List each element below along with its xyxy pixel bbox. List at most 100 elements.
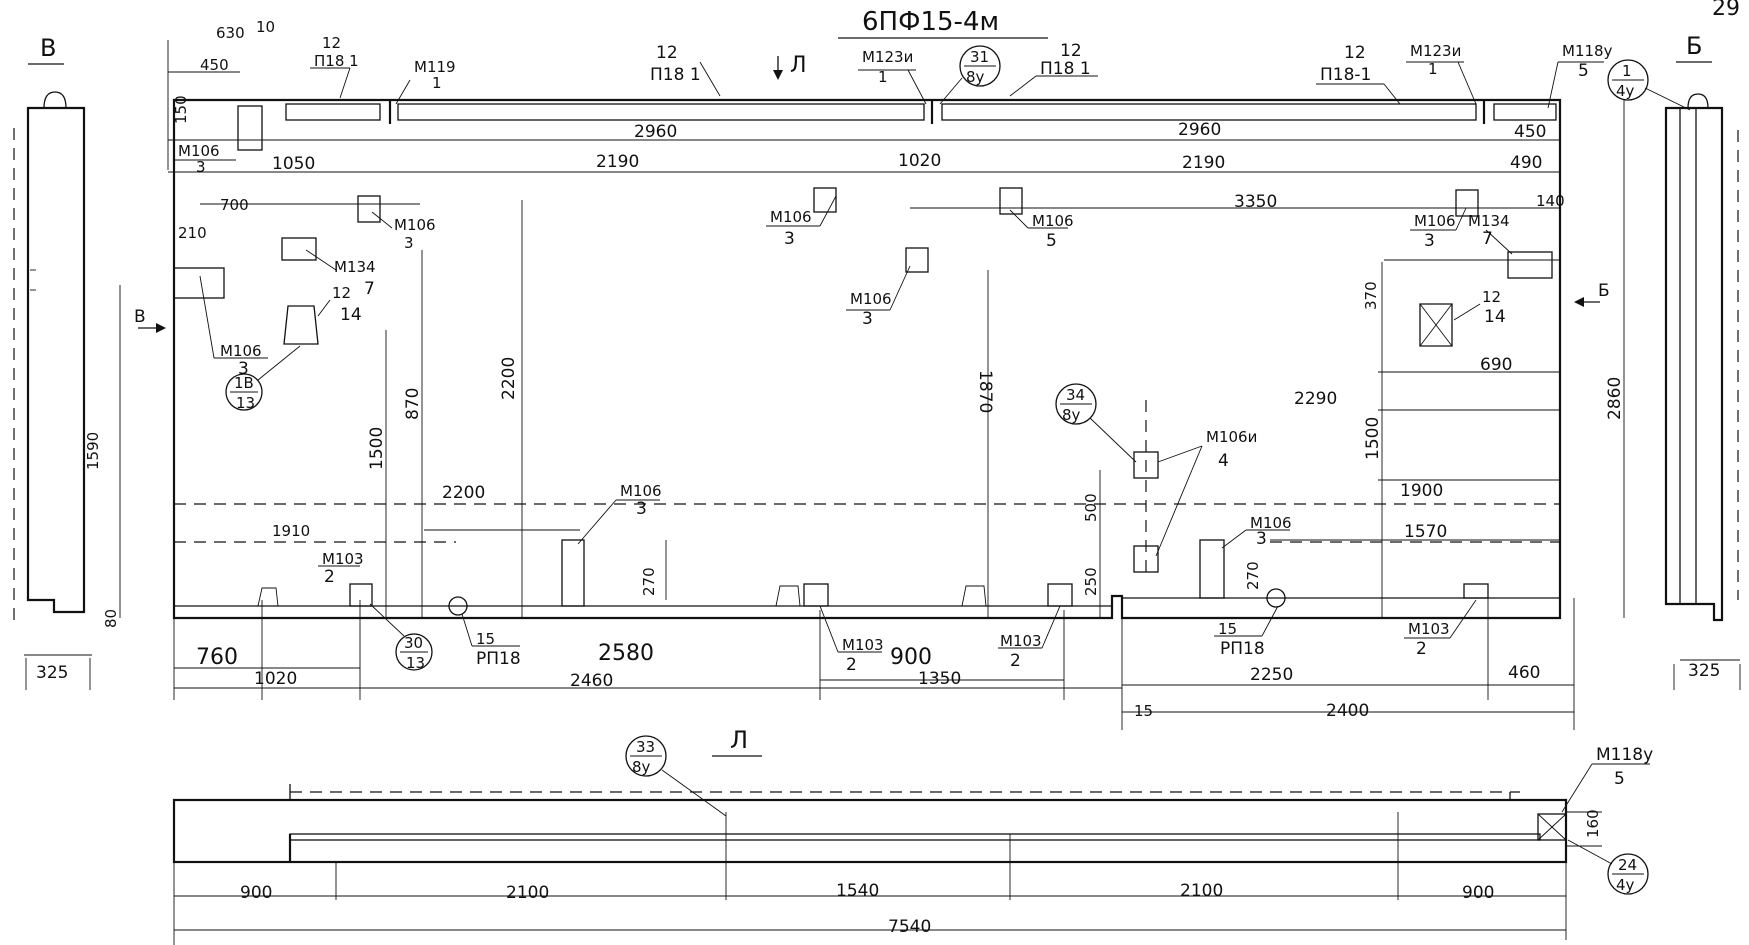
svg-text:3: 3 [784, 229, 795, 249]
svg-text:2400: 2400 [1326, 701, 1369, 721]
svg-text:М106: М106 [394, 216, 436, 234]
callout-24-4u: 24 4у [1567, 839, 1649, 895]
svg-text:М106: М106 [770, 208, 812, 226]
svg-text:150: 150 [172, 95, 190, 124]
svg-text:П18 1: П18 1 [650, 65, 701, 85]
svg-text:М106и: М106и [1206, 428, 1257, 446]
svg-text:450: 450 [200, 56, 229, 74]
svg-text:1500: 1500 [1363, 417, 1383, 460]
svg-text:1: 1 [1622, 62, 1632, 80]
svg-text:1350: 1350 [918, 669, 961, 689]
svg-text:2: 2 [846, 655, 857, 675]
svg-text:270: 270 [640, 567, 658, 596]
svg-text:1: 1 [1428, 60, 1438, 78]
svg-text:12: 12 [322, 34, 341, 52]
svg-text:2290: 2290 [1294, 389, 1337, 409]
svg-text:М118у: М118у [1562, 42, 1613, 60]
svg-text:870: 870 [403, 388, 423, 420]
svg-text:1020: 1020 [898, 151, 941, 171]
svg-text:5: 5 [1614, 769, 1625, 789]
svg-text:3: 3 [1424, 231, 1435, 251]
svg-text:М106: М106 [178, 142, 220, 160]
svg-text:2960: 2960 [634, 122, 677, 142]
dimension-texts: 630 10 450 150 2960 2960 450 1050 2190 1… [102, 18, 1625, 721]
view-label-right: Б [1686, 32, 1702, 60]
svg-text:П18 1: П18 1 [314, 52, 359, 70]
svg-text:13: 13 [406, 654, 425, 672]
callout-30-13: 30 13 [369, 603, 433, 672]
svg-text:7: 7 [364, 279, 375, 299]
right-side-view: 325 [1664, 93, 1741, 690]
dim-325-left: 325 [36, 663, 68, 683]
svg-text:М106: М106 [1032, 212, 1074, 230]
part-labels: 12 П18 1 М119 1 12 П18 1 М123и 1 12 П18 … [174, 34, 1613, 675]
callout-33-8u: 33 8у [625, 735, 727, 817]
svg-text:М106: М106 [1250, 514, 1292, 532]
svg-text:П18-1: П18-1 [1320, 65, 1371, 85]
svg-text:3: 3 [196, 158, 206, 176]
callout-1v-13: 1В 13 [225, 345, 301, 412]
main-elevation [172, 98, 1562, 620]
svg-text:14: 14 [1484, 307, 1506, 327]
svg-text:1540: 1540 [836, 881, 879, 901]
svg-text:М106: М106 [850, 290, 892, 308]
svg-text:500: 500 [1082, 493, 1100, 522]
svg-text:13: 13 [236, 394, 255, 412]
svg-text:1: 1 [878, 68, 888, 86]
svg-text:1910: 1910 [272, 522, 310, 540]
svg-text:690: 690 [1480, 355, 1512, 375]
svg-text:М103: М103 [322, 550, 364, 568]
svg-text:2580: 2580 [598, 641, 654, 666]
svg-text:3: 3 [1256, 529, 1267, 549]
svg-text:П18 1: П18 1 [1040, 59, 1091, 79]
svg-text:460: 460 [1508, 663, 1540, 683]
arrow-label-top: Л [790, 53, 807, 78]
svg-text:15: 15 [476, 630, 495, 648]
svg-text:2460: 2460 [570, 671, 613, 691]
svg-text:М106: М106 [1414, 212, 1456, 230]
svg-text:М106: М106 [620, 482, 662, 500]
svg-text:РП18: РП18 [476, 649, 521, 669]
svg-text:4у: 4у [1616, 82, 1635, 100]
svg-text:15: 15 [1218, 620, 1237, 638]
dim-325-right: 325 [1688, 661, 1720, 681]
svg-text:760: 760 [196, 645, 238, 670]
svg-text:140: 140 [1536, 192, 1565, 210]
svg-text:2200: 2200 [499, 357, 519, 400]
svg-text:210: 210 [178, 224, 207, 242]
svg-text:М134: М134 [334, 258, 376, 276]
svg-text:8у: 8у [1062, 406, 1081, 424]
svg-text:1900: 1900 [1400, 481, 1443, 501]
page-number: 29 [1712, 0, 1740, 21]
svg-text:15: 15 [1134, 702, 1153, 720]
svg-text:8у: 8у [966, 68, 985, 86]
svg-text:2200: 2200 [442, 483, 485, 503]
svg-text:3: 3 [636, 499, 647, 519]
svg-text:80: 80 [102, 609, 120, 628]
svg-text:2860: 2860 [1605, 377, 1625, 420]
svg-text:5: 5 [1578, 61, 1589, 81]
svg-text:270: 270 [1244, 561, 1262, 590]
svg-text:4у: 4у [1616, 876, 1635, 894]
svg-text:2: 2 [324, 567, 335, 587]
callout-1-4u: 1 4у [1607, 59, 1691, 111]
svg-text:М123и: М123и [862, 48, 913, 66]
svg-text:900: 900 [1462, 883, 1494, 903]
svg-text:8у: 8у [632, 758, 651, 776]
svg-text:2: 2 [1010, 651, 1021, 671]
svg-text:250: 250 [1082, 567, 1100, 596]
drawing-title: 6ПФ15-4м [862, 7, 999, 37]
svg-text:450: 450 [1514, 122, 1546, 142]
svg-text:2190: 2190 [1182, 153, 1225, 173]
svg-text:10: 10 [256, 18, 275, 36]
svg-text:М106: М106 [220, 342, 262, 360]
svg-text:34: 34 [1066, 386, 1085, 404]
section-arrows: Л В Б [134, 53, 1610, 333]
arrow-label-right: Б [1598, 281, 1610, 301]
plan-view: 160 900 2100 1540 2100 900 7540 М118у 5 [172, 745, 1653, 945]
svg-text:М123и: М123и [1410, 42, 1461, 60]
svg-text:900: 900 [240, 883, 272, 903]
svg-text:М118у: М118у [1596, 745, 1653, 765]
svg-text:2100: 2100 [506, 883, 549, 903]
